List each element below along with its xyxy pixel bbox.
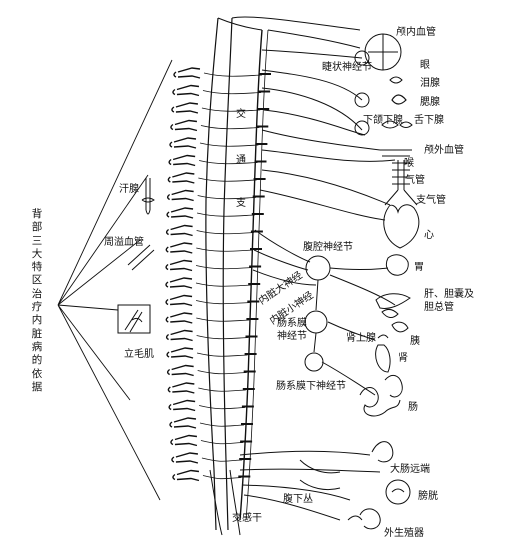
ramus — [202, 90, 262, 95]
vertebra — [165, 242, 193, 254]
label-mesenteric-ganglion-1: 肠系膜 — [277, 318, 307, 329]
liver-shape — [375, 293, 411, 309]
label-intracranial-vessels: 颅内血管 — [396, 27, 436, 38]
vertebra — [170, 119, 198, 132]
vertebra — [171, 102, 199, 114]
vertebra — [165, 294, 193, 307]
vertebra — [170, 434, 198, 447]
label-sweat-gland: 汗腺 — [119, 184, 139, 195]
ramus — [196, 352, 248, 357]
ramus — [196, 247, 254, 252]
ramus — [200, 125, 260, 130]
ramus — [196, 335, 249, 340]
label-jiao: 交 — [236, 109, 246, 120]
label-adrenal: 肾上腺 — [346, 333, 376, 344]
label-peripheral-vessels: 周溢血管 — [104, 237, 144, 248]
vertebra — [165, 277, 193, 289]
vertebra — [165, 224, 193, 237]
label-distal-colon: 大肠远端 — [390, 464, 430, 475]
label-trachea: 气管 — [405, 175, 425, 186]
vertebra — [172, 469, 200, 482]
ramus — [195, 282, 252, 287]
ramus — [197, 195, 256, 200]
vertebra — [167, 172, 195, 184]
label-heart: 心 — [424, 230, 434, 241]
label-submandibular-gland: 下颌下腺 — [363, 115, 403, 126]
intestine-shape — [359, 387, 401, 417]
ramus — [201, 457, 243, 462]
label-kidney: 肾 — [398, 353, 408, 364]
label-inf-mesenteric-ganglion: 肠系膜下神经节 — [276, 381, 346, 392]
vertebra — [165, 312, 193, 324]
vertebra — [169, 137, 197, 149]
vertebra — [166, 207, 194, 219]
label-zhi: 支 — [236, 198, 246, 209]
label-tong: 通 — [236, 155, 246, 166]
label-bile-duct: 胆总管 — [424, 302, 454, 313]
label-pancreas: 胰 — [410, 336, 420, 347]
vertebra — [168, 399, 196, 412]
label-larynx: 喉 — [404, 158, 414, 169]
vertebra — [166, 189, 194, 202]
spinal-cord — [205, 17, 233, 531]
label-genitals: 外生殖器 — [384, 528, 424, 539]
vertebra — [171, 452, 199, 464]
ramus — [195, 265, 253, 270]
label-intestine: 肠 — [408, 402, 418, 413]
label-stomach: 胃 — [414, 262, 424, 273]
ramus — [199, 405, 245, 410]
title-vertical: 背部三大特区治疗内脏病的依据 — [31, 208, 43, 393]
label-sympathetic-trunk: 交感干 — [232, 513, 262, 524]
ramus — [199, 160, 258, 165]
heart-shape — [383, 204, 420, 249]
ramus — [200, 440, 244, 445]
label-bronchus: 支气管 — [416, 195, 446, 206]
label-parotid-gland: 腮腺 — [420, 97, 440, 108]
ramus — [196, 230, 254, 235]
ramus — [196, 317, 250, 322]
vertebra — [169, 417, 197, 429]
label-eye: 眼 — [420, 60, 430, 71]
vertebra — [172, 84, 200, 97]
label-extracranial-vessels: 颅外血管 — [424, 145, 464, 156]
sweat-gland-shape — [145, 178, 151, 215]
vertebra — [167, 382, 195, 394]
arrector-pili-box — [117, 304, 151, 334]
ramus — [198, 177, 257, 182]
ramus — [201, 107, 261, 112]
label-liver-gall: 肝、胆囊及 — [424, 289, 474, 300]
ramus — [203, 72, 263, 77]
vertebra — [173, 67, 201, 79]
label-celiac-ganglion: 腹腔神经节 — [303, 242, 353, 253]
ramus — [202, 475, 242, 480]
label-mesenteric-ganglion-2: 神经节 — [277, 331, 307, 342]
vertebra — [168, 154, 196, 167]
ramus — [196, 212, 255, 217]
vertebra — [166, 364, 194, 377]
fan-lines — [57, 59, 173, 501]
vessel-shape — [127, 244, 155, 271]
ramus — [198, 387, 246, 392]
label-hypogastric-plexus: 腹下丛 — [283, 494, 313, 505]
label-sublingual-gland: 舌下腺 — [414, 115, 444, 126]
label-ciliary-ganglion: 睫状神经节 — [322, 62, 372, 73]
vertebra — [166, 347, 194, 359]
vertebra — [165, 259, 193, 272]
ramus — [197, 370, 247, 375]
vertebra — [165, 329, 193, 342]
ramus — [195, 300, 251, 305]
label-lacrimal-gland: 泪腺 — [420, 78, 440, 89]
ramus — [199, 422, 245, 427]
ramus — [199, 142, 259, 147]
label-bladder: 膀胱 — [418, 491, 438, 502]
label-arrector-pili: 立毛肌 — [124, 349, 154, 360]
stomach-shape — [385, 254, 409, 276]
